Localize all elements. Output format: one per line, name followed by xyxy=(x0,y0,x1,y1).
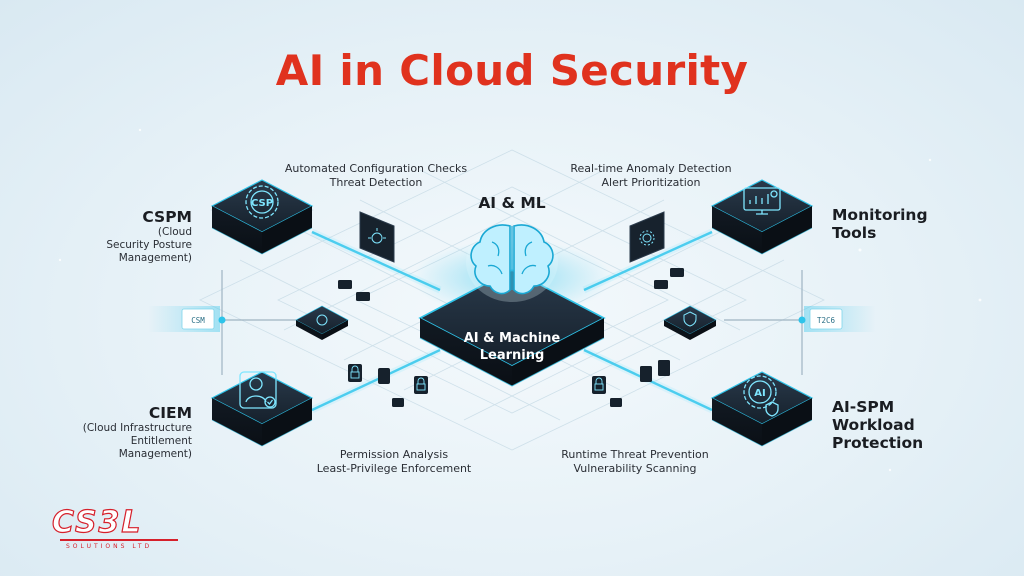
bug-icon xyxy=(368,228,386,244)
floating-tile-right xyxy=(663,305,717,340)
monitoring-node xyxy=(710,179,814,255)
logo-tagline: SOLUTIONS LTD xyxy=(66,543,153,550)
ciem-node xyxy=(210,371,314,447)
cspm-label: CSPM (Cloud Security Posture Management) xyxy=(86,208,192,265)
ciem-label: CIEM (Cloud Infrastructure Entitlement M… xyxy=(62,404,192,461)
logo-underline xyxy=(60,539,178,541)
cspm-node xyxy=(210,179,314,255)
logo-wordmark: CS3L xyxy=(51,504,143,540)
center-top-label: AI & ML xyxy=(478,194,546,212)
aispm-chip-label: AI xyxy=(754,388,765,399)
side-tag-left: CSM xyxy=(191,316,205,325)
lock-card-group xyxy=(348,364,606,394)
ai-gear-icon xyxy=(743,375,779,417)
aispm-node xyxy=(710,371,814,447)
monitor-chart-icon xyxy=(743,187,781,215)
stream-left xyxy=(148,306,226,332)
sparkles xyxy=(58,128,982,472)
feature-top-right: Real-time Anomaly Detection Alert Priori… xyxy=(570,162,732,189)
gear-icon xyxy=(245,185,279,219)
data-cards xyxy=(338,268,684,407)
gear-icon xyxy=(639,230,655,246)
shield-icon xyxy=(683,311,697,327)
feature-bottom-left: Permission Analysis Least-Privilege Enfo… xyxy=(316,448,472,475)
monitoring-label: Monitoring Tools xyxy=(832,206,928,242)
center-box-line2: Learning xyxy=(480,348,545,363)
ciem-title: CIEM xyxy=(148,404,192,422)
feature-top-left: Automated Configuration Checks Threat De… xyxy=(284,162,468,189)
panel-upper-left xyxy=(359,211,395,263)
company-logo: CS3L SOLUTIONS LTD xyxy=(51,504,180,555)
aispm-label: AI-SPM Workload Protection xyxy=(832,398,924,452)
side-tag-right: T2C6 xyxy=(817,316,836,325)
lock-icon xyxy=(350,365,604,391)
feature-bottom-right: Runtime Threat Prevention Vulnerability … xyxy=(561,448,709,475)
cspm-chip-label: CSP xyxy=(251,198,273,209)
stream-right xyxy=(798,306,876,332)
panel-upper-right xyxy=(629,211,665,263)
floating-tile-left xyxy=(295,305,349,340)
page-title: AI in Cloud Security xyxy=(275,46,749,95)
brain-icon xyxy=(466,222,558,302)
user-check-icon xyxy=(239,371,277,409)
center-box-line1: AI & Machine xyxy=(464,331,561,346)
cspm-title: CSPM xyxy=(142,208,192,226)
